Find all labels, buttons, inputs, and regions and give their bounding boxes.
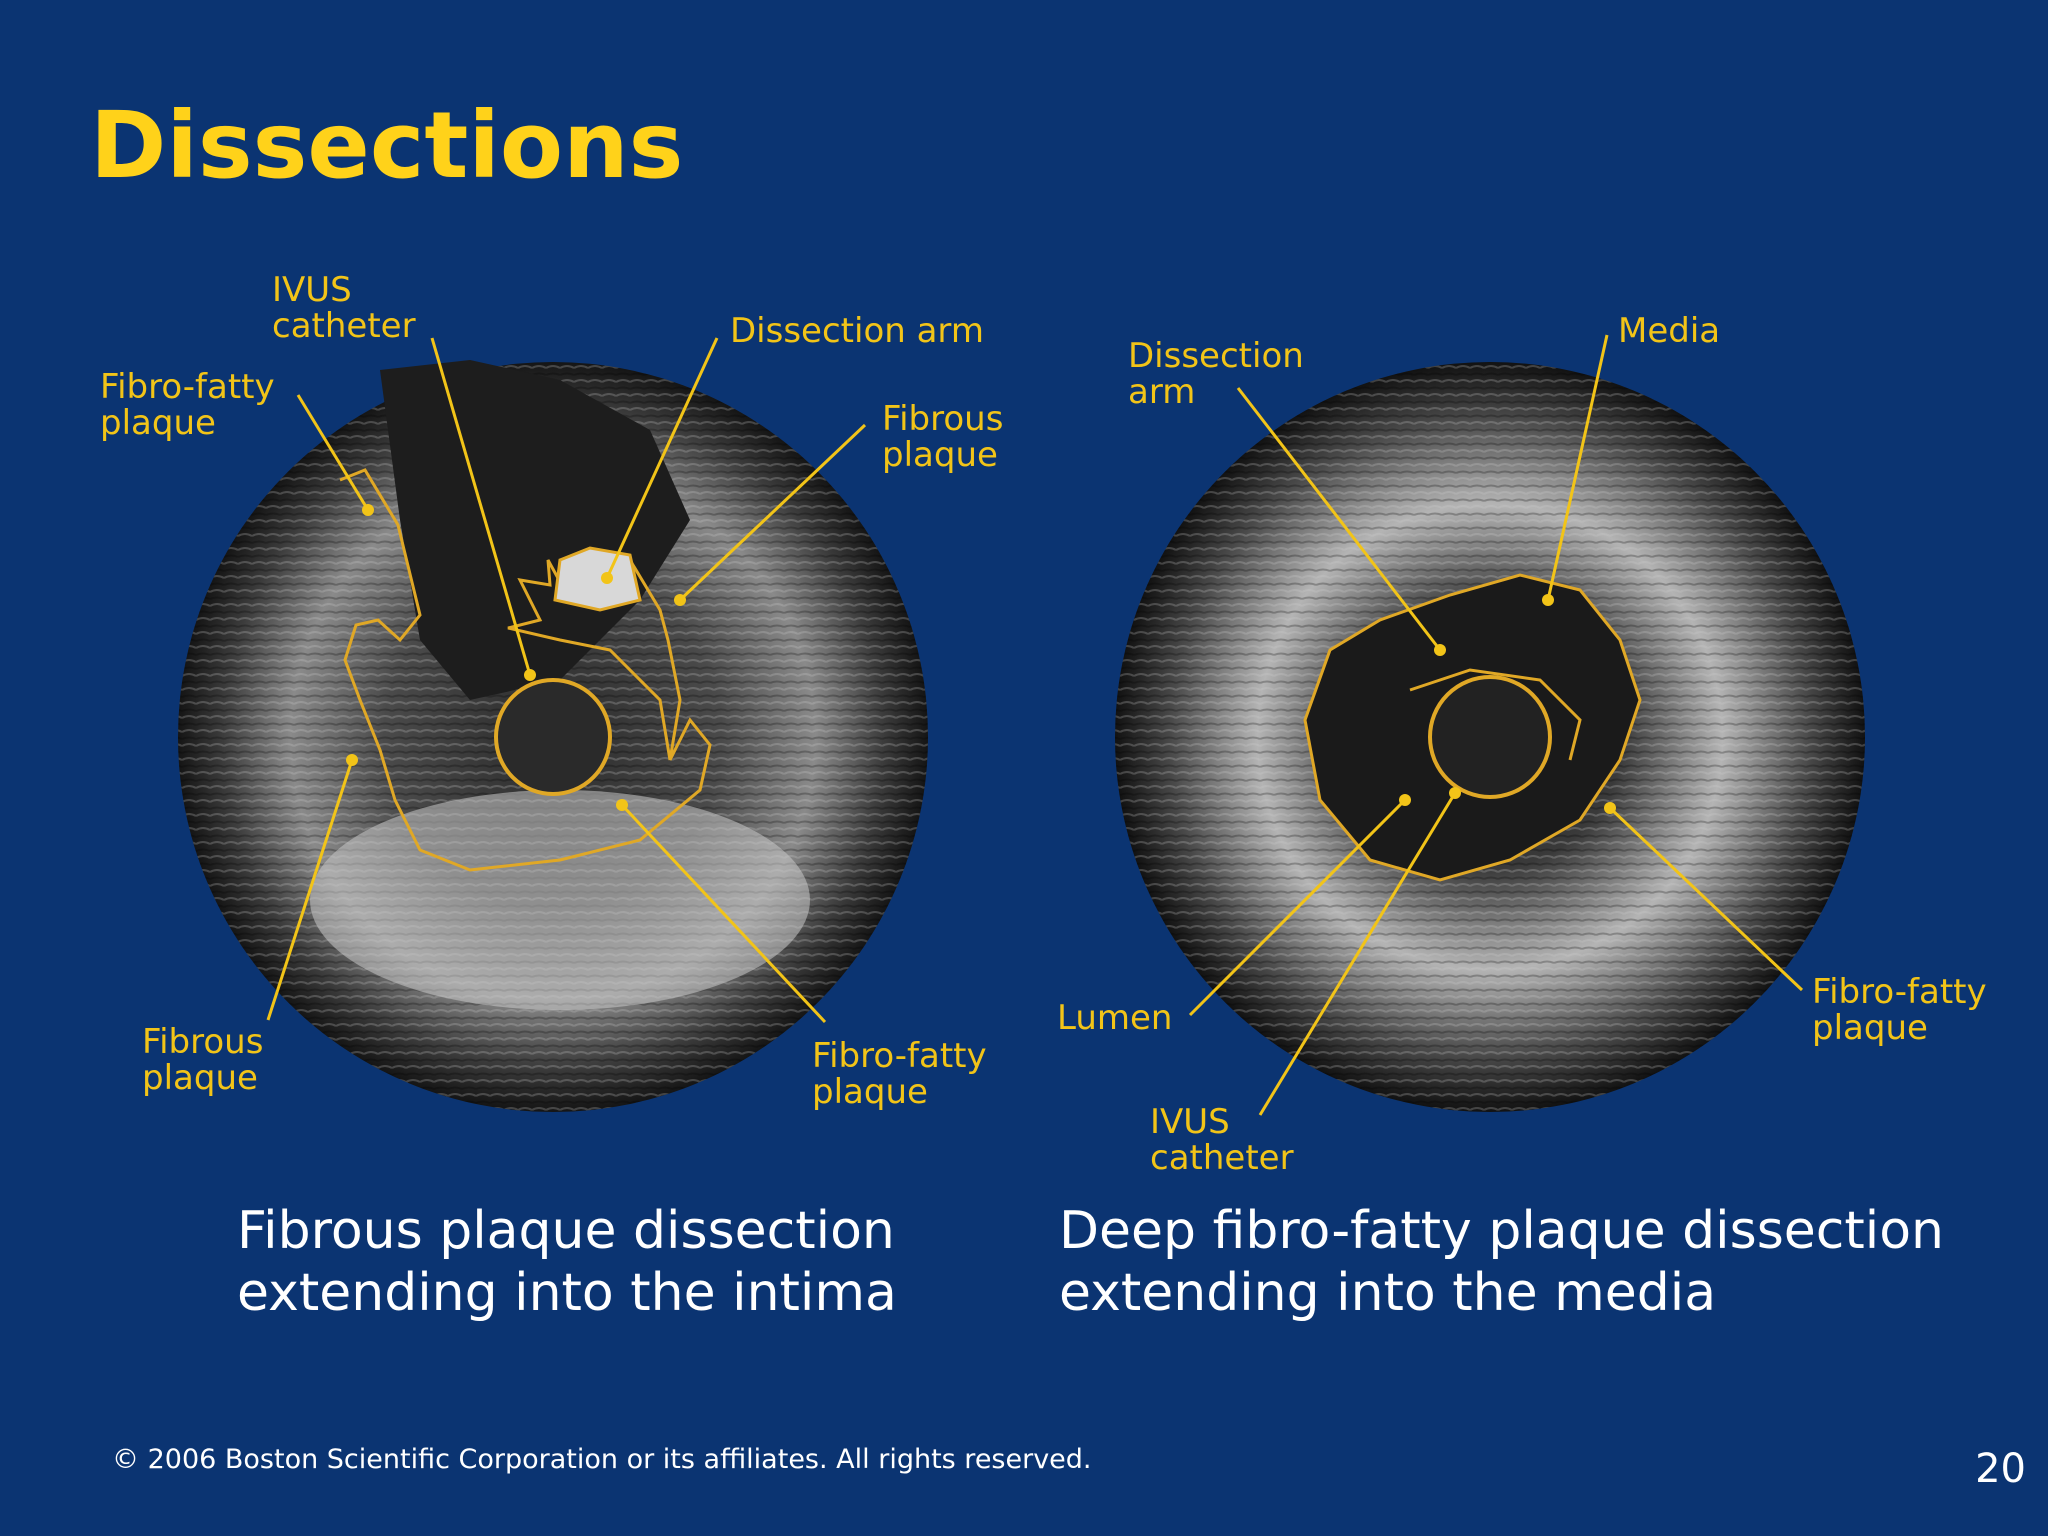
left-dissection-arm-marker: [601, 572, 613, 584]
right-media-marker: [1542, 594, 1554, 606]
left-fibro-fatty-bottom-marker: [616, 799, 628, 811]
right-dissection-arm-marker: [1434, 644, 1446, 656]
label-dissection-arm-right: Dissection arm: [1128, 336, 1304, 412]
slide-title: Dissections: [90, 92, 684, 199]
right-ivus-image: [1115, 362, 1865, 1112]
right-fibro-fatty-marker: [1604, 802, 1616, 814]
label-lumen-right: Lumen: [1057, 998, 1173, 1038]
label-fibrous-plaque-bottom-left: Fibrous plaque: [142, 1022, 264, 1098]
label-ivus-catheter-left: IVUS catheter: [272, 270, 416, 346]
left-fibrous-bottom-marker: [346, 754, 358, 766]
left-fibrous-marker: [674, 594, 686, 606]
left-fibro-fatty-marker: [362, 504, 374, 516]
label-dissection-arm-left: Dissection arm: [730, 311, 984, 351]
label-fibro-fatty-plaque-top-left: Fibro-fatty plaque: [100, 367, 275, 443]
left-ivus-image: [178, 360, 928, 1112]
copyright-footer: © 2006 Boston Scientific Corporation or …: [112, 1444, 1092, 1475]
label-fibro-fatty-plaque-bottom-left: Fibro-fatty plaque: [812, 1036, 987, 1112]
label-fibrous-plaque-top-left: Fibrous plaque: [882, 399, 1004, 475]
right-leader-lines: [1188, 334, 1804, 1116]
caption-right: Deep fibro-fatty plaque dissection exten…: [1059, 1201, 1944, 1323]
caption-left: Fibrous plaque dissection extending into…: [237, 1201, 897, 1323]
label-media-right: Media: [1618, 311, 1721, 351]
left-leader-lines: [266, 337, 867, 1024]
page-number: 20: [1975, 1446, 2026, 1492]
right-catheter-marker: [1449, 787, 1461, 799]
right-lumen-marker: [1399, 794, 1411, 806]
left-catheter-marker: [524, 669, 536, 681]
label-fibro-fatty-plaque-right: Fibro-fatty plaque: [1812, 972, 1987, 1048]
label-ivus-catheter-right: IVUS catheter: [1150, 1102, 1294, 1178]
